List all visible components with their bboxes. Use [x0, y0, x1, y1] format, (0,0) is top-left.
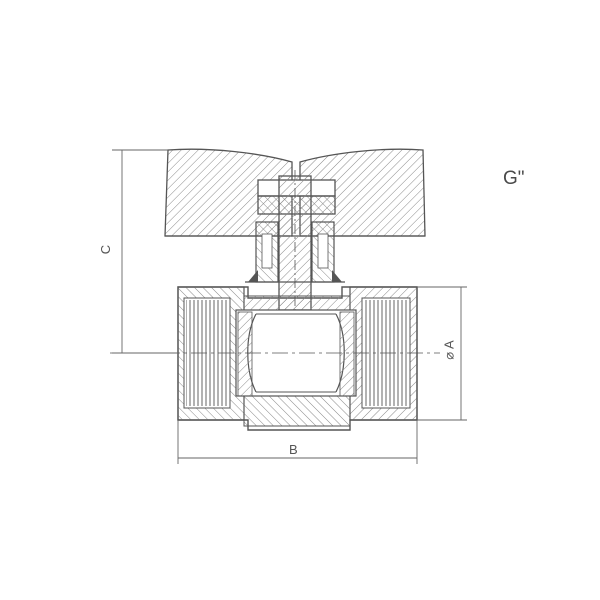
dimension-c-label: C — [98, 244, 114, 255]
dimension-a-label: ⌀ A — [441, 340, 457, 360]
dimension-a — [417, 286, 467, 421]
valve-stem — [278, 170, 312, 315]
thread-size-label: G" — [503, 168, 525, 189]
dimension-c — [112, 149, 178, 354]
dimension-b — [177, 420, 418, 464]
packing-gland — [245, 221, 345, 283]
dimension-b-label: B — [289, 442, 298, 457]
